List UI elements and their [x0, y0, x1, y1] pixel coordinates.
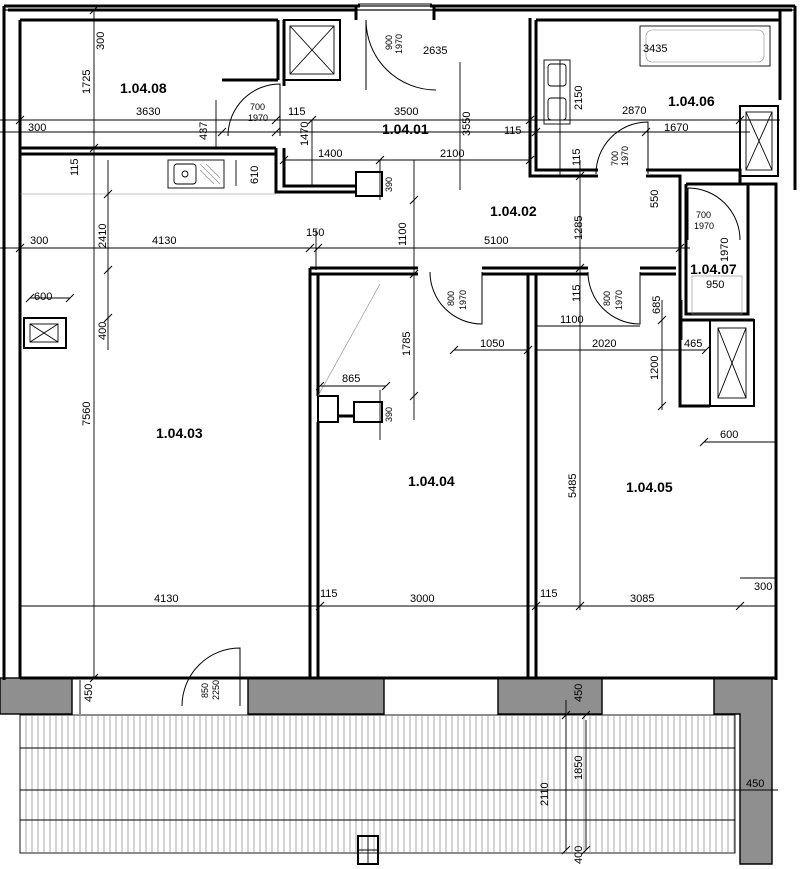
dim-1970: 1970 — [458, 290, 468, 310]
room-label-1-04-01: 1.04.01 — [382, 121, 429, 137]
dim-1785: 1785 — [401, 332, 413, 356]
dim-115: 115 — [571, 284, 583, 302]
dim-2250: 2250 — [211, 680, 221, 700]
room-label-1-04-02: 1.04.02 — [490, 203, 537, 219]
dimension-ticks — [15, 5, 745, 855]
dim-390: 390 — [384, 177, 394, 192]
dim-600: 600 — [720, 429, 738, 441]
dim-465: 465 — [684, 338, 702, 350]
dim-1725: 1725 — [81, 70, 93, 94]
dim-390: 390 — [384, 407, 394, 422]
dim-900: 900 — [384, 35, 394, 50]
dim-1970: 1970 — [394, 34, 404, 54]
dim-2870: 2870 — [622, 105, 646, 117]
dim-950: 950 — [706, 279, 724, 291]
dim-3630: 3630 — [136, 106, 160, 118]
dim-400: 400 — [573, 846, 585, 864]
dim-2635: 2635 — [423, 45, 447, 57]
room-label-1-04-05: 1.04.05 — [626, 479, 673, 495]
dim-1850: 1850 — [573, 756, 585, 780]
dim-685: 685 — [651, 296, 663, 314]
room-label-1-04-07: 1.04.07 — [690, 261, 737, 277]
dim-1050: 1050 — [480, 338, 504, 350]
dim-800: 800 — [602, 291, 612, 306]
dim-300: 300 — [95, 32, 107, 50]
dim-300: 300 — [30, 235, 48, 247]
dim-1285: 1285 — [573, 216, 585, 240]
fixtures — [20, 25, 771, 397]
dim-2100: 2100 — [440, 148, 464, 160]
dim-1970: 1970 — [614, 290, 624, 310]
dim-115: 115 — [320, 588, 338, 600]
room-label-1-04-08: 1.04.08 — [120, 80, 167, 96]
dim-600: 600 — [34, 291, 52, 303]
dim-5100: 5100 — [484, 235, 508, 247]
dim-3500: 3500 — [394, 106, 418, 118]
room-label-1-04-03: 1.04.03 — [156, 425, 203, 441]
room-label-1-04-04: 1.04.04 — [408, 473, 455, 489]
dim-550: 550 — [649, 190, 661, 208]
dim-1400: 1400 — [318, 148, 342, 160]
dim-1970: 1970 — [719, 238, 731, 262]
dim-1200: 1200 — [649, 356, 661, 380]
dim-115: 115 — [504, 125, 522, 137]
dimension-labels: 300 1725 3630 300 437 115 1470 3500 3550… — [28, 32, 772, 864]
dim-700: 700 — [610, 151, 620, 166]
dim-2020: 2020 — [592, 338, 616, 350]
dim-300: 300 — [28, 122, 46, 134]
dim-1670: 1670 — [664, 122, 688, 134]
dim-115: 115 — [69, 158, 81, 176]
dim-400: 400 — [97, 322, 109, 340]
dim-450: 450 — [746, 778, 764, 790]
dim-610: 610 — [249, 166, 261, 184]
dim-700: 700 — [250, 102, 265, 112]
dim-1100: 1100 — [560, 314, 584, 326]
dim-1970: 1970 — [248, 113, 268, 123]
interior-walls — [20, 18, 779, 865]
dim-3435: 3435 — [643, 43, 667, 55]
dim-3550: 3550 — [461, 112, 473, 136]
dim-300: 300 — [754, 581, 772, 593]
dim-700: 700 — [696, 210, 711, 220]
dim-1970: 1970 — [694, 221, 714, 231]
structural-walls — [0, 677, 773, 865]
dim-2110: 2110 — [539, 782, 551, 806]
dim-5485: 5485 — [567, 474, 579, 498]
room-label-1-04-06: 1.04.06 — [668, 93, 715, 109]
dim-1100: 1100 — [397, 222, 409, 246]
terrace-decking — [19, 714, 736, 854]
dim-450: 450 — [83, 684, 95, 702]
dim-850: 850 — [200, 683, 210, 698]
dim-3085: 3085 — [630, 593, 654, 605]
doors — [181, 3, 741, 707]
dim-450: 450 — [573, 684, 585, 702]
dim-1470: 1470 — [299, 122, 311, 146]
dim-3000: 3000 — [410, 593, 434, 605]
dim-800: 800 — [446, 291, 456, 306]
dim-7560: 7560 — [81, 402, 93, 426]
dim-150: 150 — [306, 227, 324, 239]
dim-4130: 4130 — [152, 235, 176, 247]
dim-2150: 2150 — [573, 86, 585, 110]
dim-865: 865 — [342, 373, 360, 385]
dim-115: 115 — [571, 148, 583, 166]
dim-2410: 2410 — [97, 224, 109, 248]
outer-walls — [2, 4, 797, 680]
dim-115: 115 — [540, 588, 558, 600]
dim-115: 115 — [288, 106, 306, 118]
room-labels: 1.04.08 1.04.01 1.04.06 1.04.02 1.04.07 … — [120, 80, 737, 495]
dim-1970: 1970 — [620, 146, 630, 166]
dim-437: 437 — [198, 122, 210, 140]
dim-4130: 4130 — [154, 593, 178, 605]
